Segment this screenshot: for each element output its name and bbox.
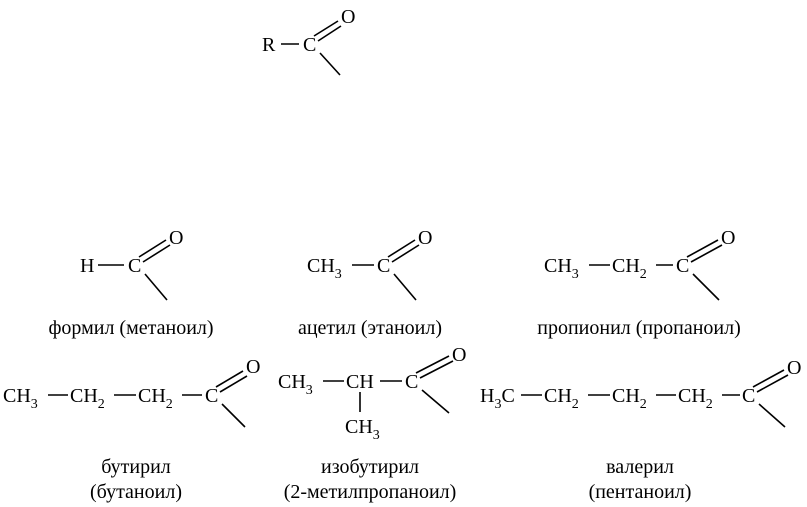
free-valence-bond [758,403,786,428]
double-bond-2 [142,244,171,263]
ch2-group-2: CH2 [138,385,173,412]
general-acyl-structure: R C O [262,6,355,76]
oxygen-atom: O [418,227,432,249]
carbonyl-carbon: C [377,255,390,277]
formyl-structure: H C O [80,227,183,301]
carbonyl-carbon: C [128,255,141,277]
free-valence-bond [144,273,168,301]
double-bond-1 [752,369,785,388]
isobutyryl-name-line2: (2-метилпропаноил) [284,481,457,503]
ch2-group-1: CH2 [544,385,579,412]
h3c-group: H3C [480,385,515,412]
carbonyl-carbon: C [405,371,418,393]
formyl-name: формил (метаноил) [48,317,213,339]
oxygen-atom: O [787,357,801,379]
double-bond-1 [138,239,167,258]
valeryl-structure: H3C CH2 CH2 CH2 C O [480,357,801,428]
double-bond-1 [387,239,416,258]
free-valence-bond [221,403,246,428]
oxygen-atom: O [169,227,183,249]
carbonyl-carbon: C [742,385,755,407]
ch2-group-3: CH2 [678,385,713,412]
ch3-group: CH3 [307,255,342,282]
ch3-group-1: CH3 [278,371,313,398]
propionyl-structure: CH3 CH2 C O [544,227,735,301]
free-valence-bond [692,273,720,301]
ch3-group: CH3 [3,385,38,412]
isobutyryl-name-line1: изобутирил [321,456,419,478]
valeryl-name-line2: (пентаноил) [589,481,692,503]
oxygen-atom: O [452,344,466,366]
double-bond-2 [317,25,342,42]
ch3-group-2: CH3 [345,416,380,443]
carbonyl-carbon: C [205,385,218,407]
oxygen-atom: O [341,6,355,28]
ch2-group: CH2 [612,255,647,282]
free-valence-bond [319,52,341,76]
oxygen-atom: O [721,227,735,249]
butyryl-structure: CH3 CH2 CH2 C O [3,356,260,428]
free-valence-bond [393,273,417,301]
double-bond-2 [756,374,789,393]
carbonyl-carbon: C [303,34,316,56]
ch2-group-2: CH2 [612,385,647,412]
ch-group: CH [346,371,374,393]
ch3-group: CH3 [544,255,579,282]
double-bond-1 [313,20,339,37]
double-bond-1 [415,355,450,374]
ch2-group-1: CH2 [70,385,105,412]
carbonyl-carbon: C [676,255,689,277]
isobutyryl-structure: CH3 CH CH3 C O [278,344,466,443]
double-bond-2 [219,375,248,393]
r-atom: R [262,34,276,56]
free-valence-bond [421,389,450,414]
double-bond-2 [419,360,454,379]
double-bond-2 [391,244,420,263]
valeryl-name-line1: валерил [606,456,674,478]
acetyl-structure: CH3 C O [307,227,432,301]
oxygen-atom: O [246,356,260,378]
double-bond-1 [686,239,719,258]
double-bond-1 [215,370,244,388]
butyryl-name-line2: (бутаноил) [90,481,182,503]
double-bond-2 [690,244,723,263]
propionyl-name: пропионил (пропаноил) [537,317,741,339]
butyryl-name-line1: бутирил [101,456,171,478]
h-atom: H [80,255,94,277]
acetyl-name: ацетил (этаноил) [298,317,442,339]
